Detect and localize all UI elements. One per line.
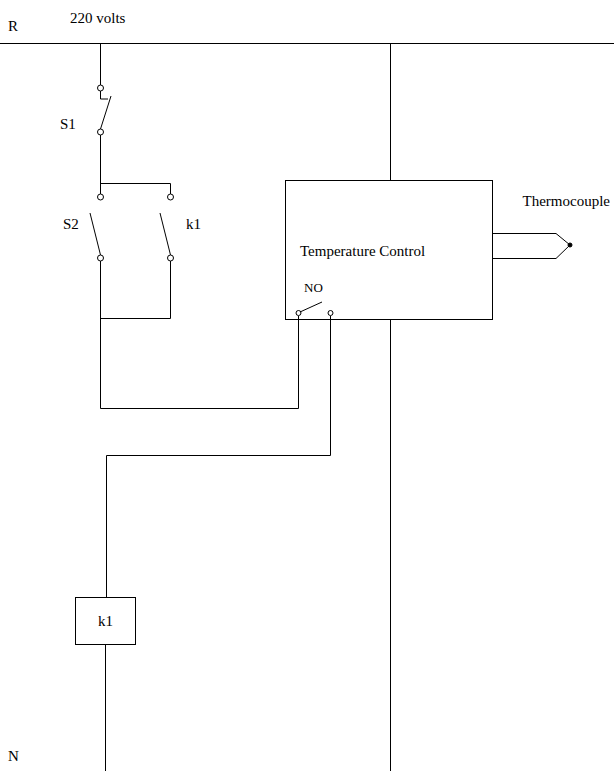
line-rail xyxy=(0,43,614,44)
s2-pushbutton xyxy=(90,183,104,319)
control-input-wire xyxy=(101,316,299,409)
supply-wire xyxy=(390,43,391,771)
signal-wire xyxy=(107,320,331,597)
neutral-wire xyxy=(105,645,106,771)
contact-label: NO xyxy=(304,281,323,295)
thermocouple-symbol xyxy=(493,234,572,259)
voltage-label: 220 volts xyxy=(70,10,125,27)
no-contact-symbol xyxy=(296,302,333,320)
s1-switch xyxy=(98,43,171,194)
controller-name: Temperature Control xyxy=(300,243,425,260)
coil-box: k1 xyxy=(75,597,136,645)
rails xyxy=(0,43,614,771)
controller-box: Temperature ControlNO xyxy=(285,180,493,320)
coil-label: k1 xyxy=(98,613,113,630)
rail-label: R xyxy=(8,18,18,35)
switch-label: S2 xyxy=(63,216,79,233)
contact-label: k1 xyxy=(186,216,201,233)
k1-hold-contact xyxy=(101,194,174,319)
switch-label: S1 xyxy=(60,116,76,133)
rail-label: N xyxy=(8,748,19,765)
sensor-label: Thermocouple xyxy=(523,193,610,210)
